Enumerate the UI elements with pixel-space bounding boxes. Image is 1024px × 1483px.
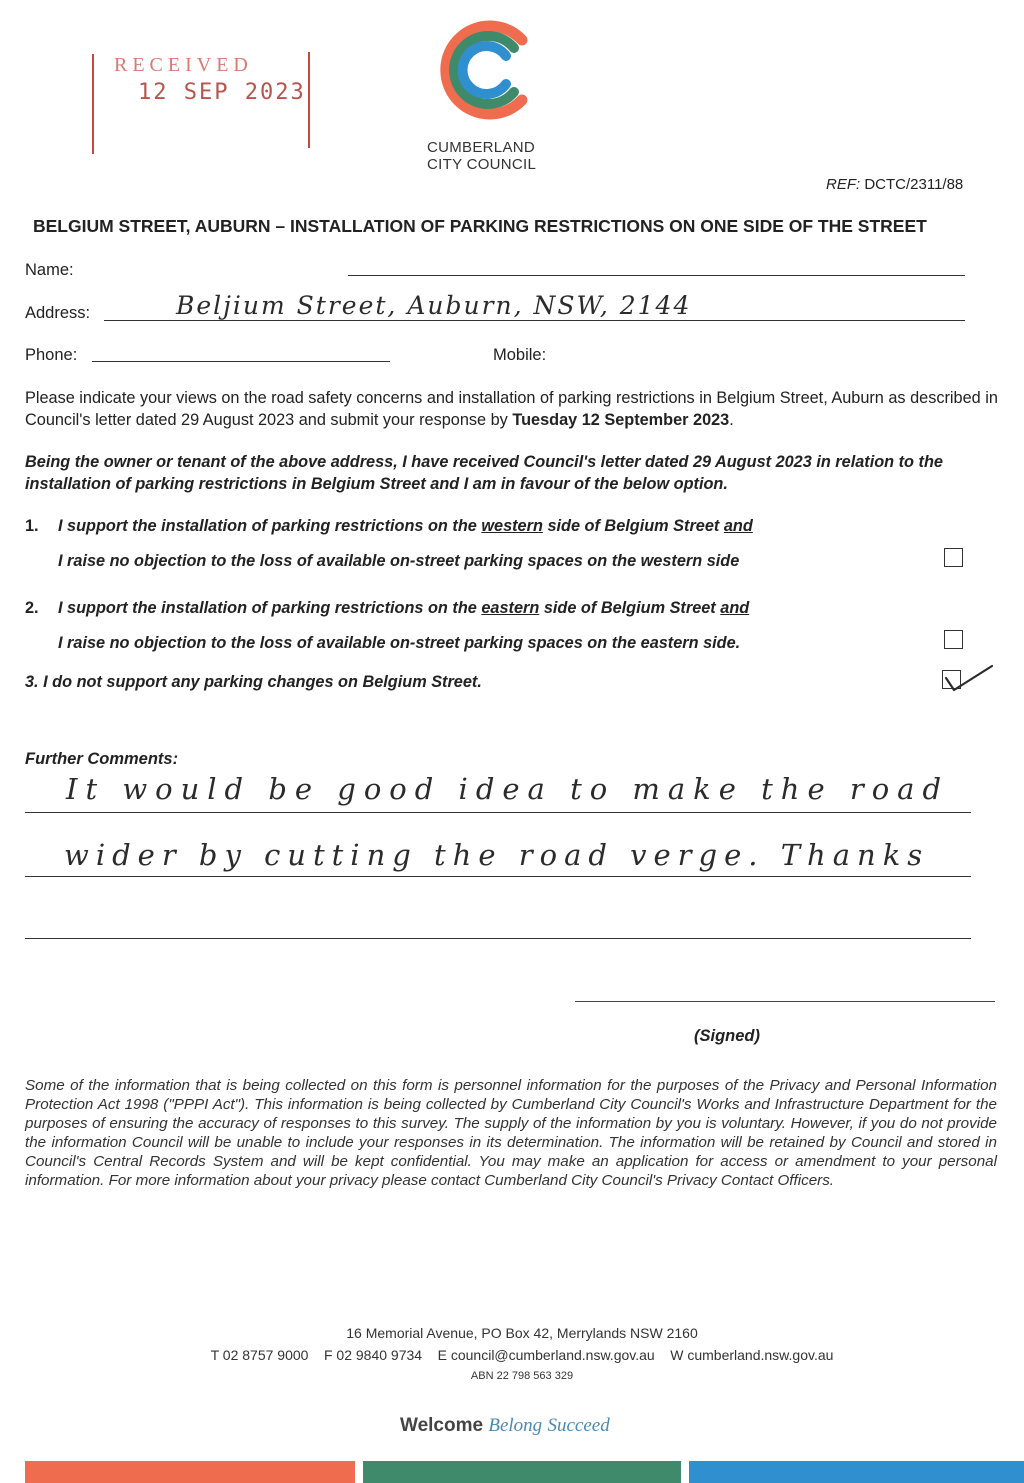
- tagline-welcome: Welcome: [400, 1415, 484, 1436]
- option-2-side: eastern: [481, 599, 540, 617]
- intro-end: .: [729, 411, 734, 429]
- signature-line[interactable]: [575, 1001, 995, 1002]
- statement: Being the owner or tenant of the above a…: [25, 453, 943, 493]
- intro-text: Please indicate your views on the road s…: [25, 389, 998, 429]
- intro-paragraph: Please indicate your views on the road s…: [25, 387, 1000, 431]
- option-1-side: western: [481, 517, 543, 535]
- comments-line1: It would be good idea to make the road: [66, 772, 950, 806]
- comments-rule-3[interactable]: [25, 938, 971, 939]
- option-3-checkbox[interactable]: [942, 670, 961, 689]
- name-label: Name:: [25, 261, 74, 279]
- phone-label: Phone:: [25, 346, 78, 364]
- option-2-and: and: [720, 599, 750, 617]
- option-3-text: I do not support any parking changes on …: [43, 673, 482, 691]
- stamp-word: RECEIVED: [114, 54, 253, 76]
- council-name: CUMBERLAND CITY COUNCIL: [427, 139, 536, 173]
- reference: REF: DCTC/2311/88: [826, 176, 963, 193]
- option-1-number: 1.: [25, 517, 39, 535]
- comments-line2: wider by cutting the road verge. Thanks: [64, 838, 930, 872]
- option-2-line1: I support the installation of parking re…: [58, 599, 749, 618]
- address-label: Address:: [25, 304, 91, 322]
- ref-value: DCTC/2311/88: [864, 176, 964, 193]
- name-field[interactable]: [348, 275, 965, 276]
- option-1-line2: I raise no objection to the loss of avai…: [58, 552, 740, 570]
- stamp-date: 12 SEP 2023: [138, 80, 306, 105]
- ref-label: REF:: [826, 176, 861, 193]
- option-1-line1: I support the installation of parking re…: [58, 517, 753, 536]
- option-1-text: I support the installation of parking re…: [58, 517, 477, 535]
- option-3-number: 3.: [25, 673, 39, 691]
- footer-address: 16 Memorial Avenue, PO Box 42, Merryland…: [346, 1325, 698, 1341]
- option-3-line: 3. I do not support any parking changes …: [25, 673, 482, 692]
- footer-abn: ABN 22 798 563 329: [470, 1370, 574, 1382]
- council-name-line1: CUMBERLAND: [427, 139, 536, 156]
- option-1-and: and: [723, 517, 753, 535]
- option-2-checkbox[interactable]: [944, 630, 963, 649]
- council-name-line2: CITY COUNCIL: [427, 156, 537, 173]
- option-2-text: I support the installation of parking re…: [58, 599, 477, 617]
- privacy-notice: Some of the information that is being co…: [25, 1077, 997, 1189]
- page-title: BELGIUM STREET, AUBURN – INSTALLATION OF…: [33, 216, 927, 236]
- footer-band-blue: [689, 1461, 1024, 1483]
- footer-band-green: [363, 1461, 681, 1483]
- received-stamp: RECEIVED 12 SEP 2023: [92, 48, 310, 160]
- welcome-tagline: Welcome Belong Succeed: [400, 1415, 610, 1437]
- comments-rule-2: [25, 876, 971, 877]
- footer-band-orange: [25, 1461, 355, 1483]
- footer-contact: T 02 8757 9000 F 02 9840 9734 E council@…: [210, 1347, 834, 1363]
- tagline-belong: Belong: [488, 1415, 543, 1436]
- option-2-number: 2.: [25, 599, 39, 617]
- council-logo-icon: [440, 20, 528, 120]
- option-2-post: side of Belgium Street: [543, 599, 716, 617]
- option-1-checkbox[interactable]: [944, 548, 963, 567]
- address-field[interactable]: [104, 320, 965, 321]
- comments-label: Further Comments:: [25, 750, 179, 768]
- tagline-succeed: Succeed: [547, 1415, 610, 1436]
- intro-deadline: Tuesday 12 September 2023: [512, 411, 730, 429]
- option-2-line2: I raise no objection to the loss of avai…: [58, 634, 741, 652]
- checkmark-icon: [944, 664, 994, 692]
- comments-rule-1: [25, 812, 971, 813]
- address-value: Beljium Street, Auburn, NSW, 2144: [176, 291, 692, 320]
- signed-label: (Signed): [694, 1027, 760, 1045]
- option-1-post: side of Belgium Street: [547, 517, 720, 535]
- phone-field[interactable]: [92, 361, 390, 362]
- mobile-label: Mobile:: [493, 346, 547, 364]
